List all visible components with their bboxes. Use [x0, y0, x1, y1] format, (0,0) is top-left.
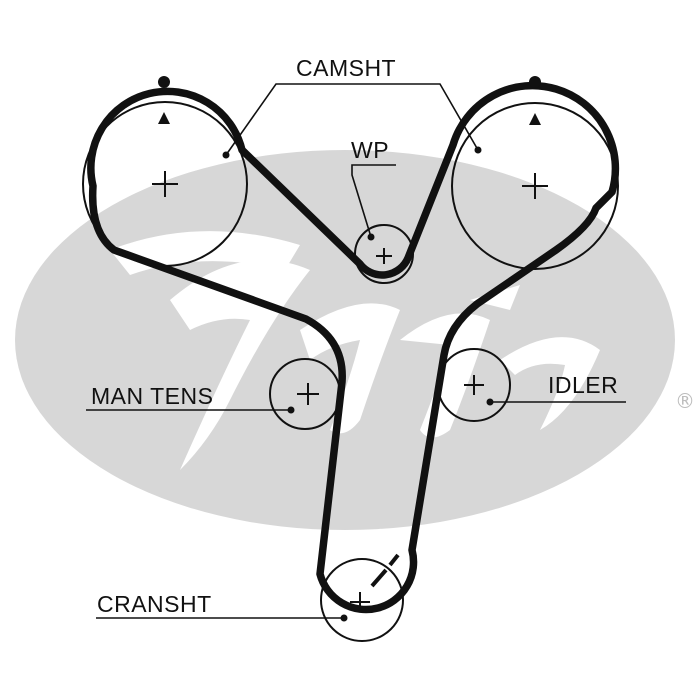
registered-mark: ®	[675, 389, 695, 413]
water-pump-label: WP	[351, 137, 389, 163]
pulley-center-cross-icon	[522, 173, 548, 199]
crank-timing-mark-icon	[370, 553, 400, 588]
camshaft-label: CAMSHT	[296, 55, 396, 81]
pulley-center-cross-icon	[297, 383, 319, 405]
water-pump-pulley	[354, 224, 414, 284]
water-pump-leader	[351, 164, 396, 238]
leader-endpoints	[222, 146, 494, 622]
camshaft-leader	[225, 83, 479, 156]
crankshaft-label: CRANSHT	[97, 591, 212, 617]
crankshaft-pulley	[320, 553, 404, 642]
timing-arrow-icon	[529, 113, 541, 125]
pulley-center-cross-icon	[350, 592, 370, 612]
manual-tensioner-pulley	[269, 358, 341, 430]
idler-label: IDLER	[548, 372, 618, 398]
manual-tensioner-label: MAN TENS	[91, 383, 213, 409]
pulley-center-cross-icon	[152, 171, 178, 197]
timing-dot-icon	[529, 76, 541, 88]
timing-dot-icon	[158, 76, 170, 88]
idler-pulley	[437, 348, 511, 422]
leader-lines	[86, 83, 626, 619]
timing-arrow-icon	[158, 112, 170, 124]
timing-mark-left	[158, 76, 170, 124]
timing-mark-right	[529, 76, 541, 125]
camshaft-pulley-right	[451, 102, 619, 270]
camshaft-pulley-left	[82, 101, 248, 267]
pulley-center-cross-icon	[376, 248, 392, 264]
pulley-center-cross-icon	[464, 375, 484, 395]
